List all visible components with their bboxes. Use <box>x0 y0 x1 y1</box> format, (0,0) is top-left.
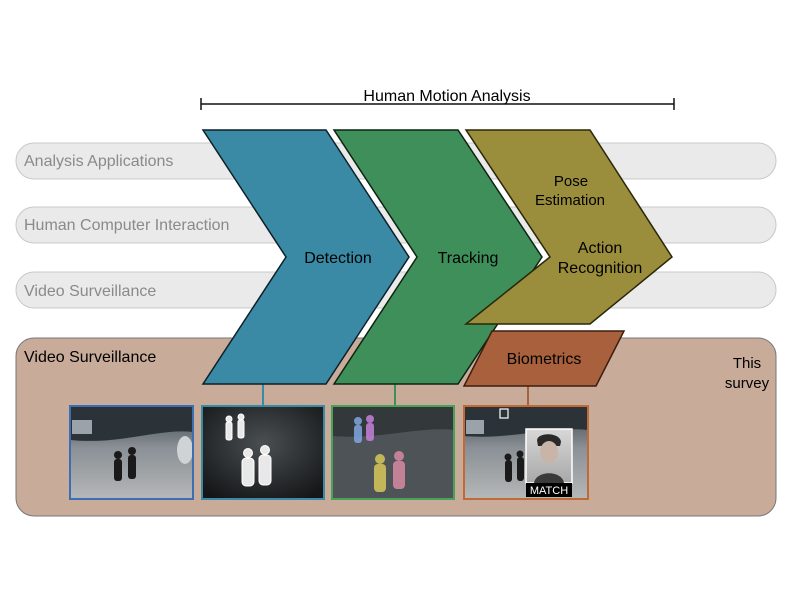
thumbnail-detection <box>201 405 325 500</box>
stage-pose-label-line1: Pose <box>554 173 588 190</box>
title-bracket: Human Motion Analysis <box>200 88 675 110</box>
face-match-card: MATCH <box>525 428 573 497</box>
face-portrait-icon <box>534 434 564 483</box>
thumbnail-tracking <box>331 405 455 500</box>
thumbnail-biometrics: MATCH <box>463 405 589 500</box>
stage-pose-action: Pose Estimation Action Recognition <box>463 129 673 325</box>
thumbnail-raw-scene <box>69 405 194 500</box>
stage-action-label-line1: Action <box>578 240 622 257</box>
survey-note-line2: survey <box>725 375 770 392</box>
diagram-title: Human Motion Analysis <box>363 88 530 105</box>
band-label: Video Surveillance <box>24 283 156 300</box>
stage-detection-label: Detection <box>304 250 372 267</box>
survey-note-line1: This <box>733 355 761 372</box>
stage-pose-label-line2: Estimation <box>535 192 605 209</box>
stage-action-label-line2: Recognition <box>558 260 643 277</box>
person-silhouette-icon <box>225 413 272 487</box>
surveillance-label: Video Surveillance <box>24 349 156 366</box>
detection-box <box>499 408 509 419</box>
stage-detection: Detection <box>201 129 410 385</box>
band-label: Analysis Applications <box>24 153 173 170</box>
person-icon <box>114 447 136 481</box>
stage-biometrics-label: Biometrics <box>507 351 582 368</box>
match-label: MATCH <box>530 485 568 497</box>
stage-tracking-label: Tracking <box>438 250 499 267</box>
tracked-person-icon <box>354 415 405 492</box>
band-label: Human Computer Interaction <box>24 217 229 234</box>
connectors <box>262 383 529 405</box>
stage-biometrics: Biometrics <box>462 330 626 387</box>
